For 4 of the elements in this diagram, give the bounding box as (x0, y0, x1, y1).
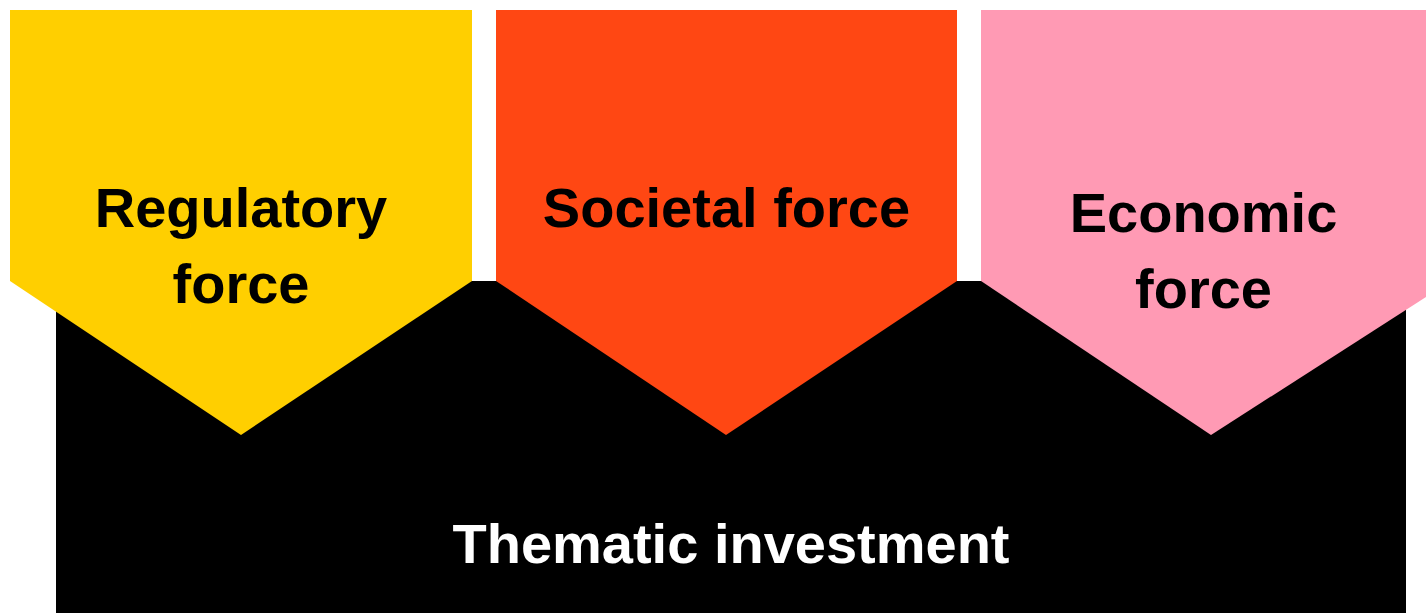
force-label: Societal force (542, 175, 911, 241)
force-label: Economic force (1068, 180, 1339, 322)
band-title: Thematic investment (452, 511, 1010, 577)
force-label: Regulatory force (93, 175, 389, 317)
